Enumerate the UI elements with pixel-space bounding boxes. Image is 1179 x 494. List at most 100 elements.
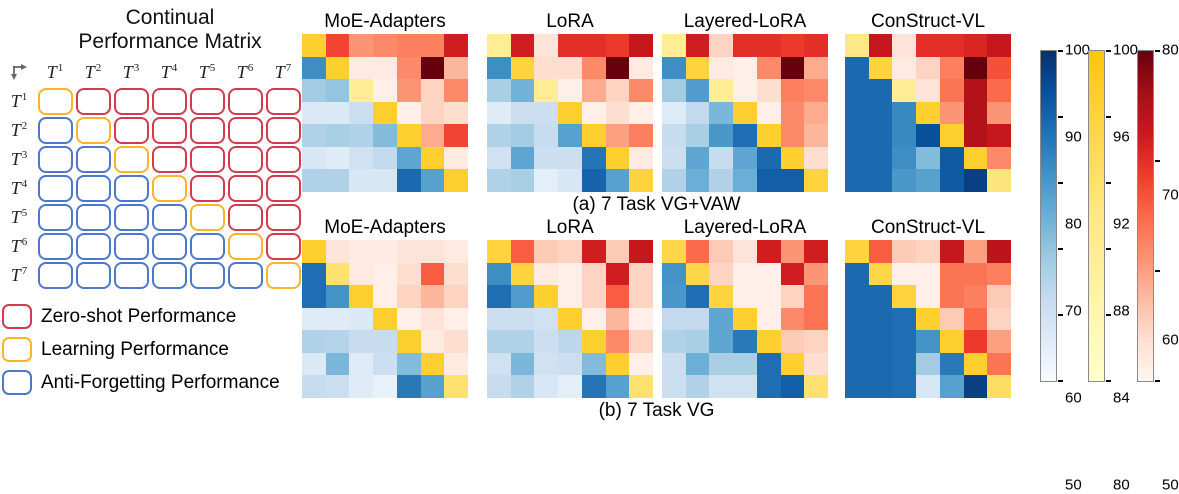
heatmap-cell: [733, 352, 757, 376]
heatmap-cell: [685, 375, 710, 398]
heatmap-cell: [510, 56, 535, 80]
heatmap-cell: [349, 240, 374, 263]
heatmap-cell: [733, 101, 757, 125]
heatmap-cell: [396, 101, 421, 125]
heatmap-cell: [868, 307, 893, 331]
heatmap-cell: [487, 262, 511, 286]
heatmap-cell: [487, 56, 511, 80]
heatmap-cell: [629, 146, 653, 170]
legend-label: Anti-Forgetting Performance: [41, 371, 280, 393]
heatmap-cell: [685, 240, 710, 263]
heatmap-grid: [845, 240, 1011, 398]
heatmap-cell: [373, 285, 397, 308]
heatmap-cell: [534, 262, 559, 286]
heatmap-grid: [845, 34, 1011, 192]
matrix-cell: [188, 203, 226, 232]
heatmap-title: LoRA: [546, 11, 594, 32]
heatmap-cell: [534, 352, 559, 376]
heatmap-cell: [939, 240, 964, 263]
group-caption: (b) 7 Task VG: [598, 400, 715, 421]
heatmap-cell: [939, 56, 964, 80]
heatmap-cell: [534, 375, 559, 398]
heatmap-cell: [534, 34, 559, 57]
heatmap-cell: [963, 240, 988, 263]
heatmap-grid: [302, 240, 468, 398]
heatmap-cell: [987, 169, 1011, 192]
heatmap-cell: [756, 352, 781, 376]
colorbar-tick-label: 80: [1065, 215, 1082, 233]
heatmap-cell: [987, 330, 1011, 353]
heatmap-cell: [325, 352, 350, 376]
heatmap-cell: [709, 262, 734, 286]
heatmap-cell: [581, 34, 606, 57]
heatmap-cell: [629, 330, 653, 353]
heatmap-cell: [939, 352, 964, 376]
matrix-cell: [226, 261, 264, 290]
heatmap-cell: [558, 56, 582, 80]
matrix-cell: [112, 203, 150, 232]
heatmap-cell: [444, 169, 468, 192]
heatmap-cell: [780, 146, 805, 170]
heatmap-cell: [685, 262, 710, 286]
heatmap-cell: [325, 34, 350, 57]
heatmap-cell: [349, 101, 374, 125]
heatmap-cell: [916, 307, 940, 331]
heatmap-cell: [685, 101, 710, 125]
heatmap-cell: [756, 240, 781, 263]
heatmap-cell: [709, 34, 734, 57]
matrix-cell: [264, 261, 302, 290]
heatmap-cell: [349, 375, 374, 398]
heatmap-cell: [420, 79, 445, 102]
heatmap-cell: [396, 240, 421, 263]
heatmap-cell: [629, 375, 653, 398]
heatmap-cell: [349, 56, 374, 80]
colorbar-tick-label: 84: [1113, 389, 1130, 407]
heatmap-cell: [444, 352, 468, 376]
heatmap-cell: [581, 101, 606, 125]
heatmap-cell: [581, 240, 606, 263]
heatmap-cell: [780, 352, 805, 376]
matrix-cell: [188, 145, 226, 174]
heatmap-cell: [487, 307, 511, 331]
heatmap-block: LoRA: [487, 217, 653, 398]
heatmap-cell: [709, 375, 734, 398]
heatmap-cell: [804, 124, 828, 147]
heatmap-cell: [733, 56, 757, 80]
matrix-cell: [150, 174, 188, 203]
heatmap-cell: [325, 101, 350, 125]
heatmap-cell: [756, 307, 781, 331]
row-col-order-arrows-icon: [2, 57, 36, 87]
heatmap-cell: [987, 352, 1011, 376]
heatmap-cell: [709, 56, 734, 80]
matrix-cell: [188, 87, 226, 116]
heatmap-cell: [892, 169, 917, 192]
heatmap-cell: [325, 79, 350, 102]
heatmap-cell: [987, 375, 1011, 398]
colorbar-reds: [1137, 50, 1160, 382]
matrix-title-line2: Performance Matrix: [78, 30, 262, 54]
heatmap-cell: [558, 169, 582, 192]
heatmap-cell: [420, 146, 445, 170]
heatmap-cell: [325, 262, 350, 286]
heatmap-cell: [396, 124, 421, 147]
heatmap-cell: [963, 330, 988, 353]
heatmap-cell: [558, 375, 582, 398]
heatmap-title: ConStruct-VL: [870, 217, 986, 238]
heatmap-cell: [709, 240, 734, 263]
heatmap-cell: [685, 34, 710, 57]
heatmap-cell: [709, 307, 734, 331]
matrix-cell: [226, 203, 264, 232]
matrix-cell: [36, 116, 74, 145]
heatmap-cell: [444, 124, 468, 147]
heatmap-cell: [558, 34, 582, 57]
heatmap-cell: [685, 56, 710, 80]
heatmap-cell: [733, 330, 757, 353]
heatmap-cell: [605, 352, 630, 376]
heatmap-cell: [845, 375, 869, 398]
heatmap-block: MoE-Adapters: [302, 11, 468, 192]
heatmap-cell: [845, 101, 869, 125]
heatmap-cell: [373, 79, 397, 102]
heatmap-cell: [868, 101, 893, 125]
heatmap-cell: [396, 375, 421, 398]
